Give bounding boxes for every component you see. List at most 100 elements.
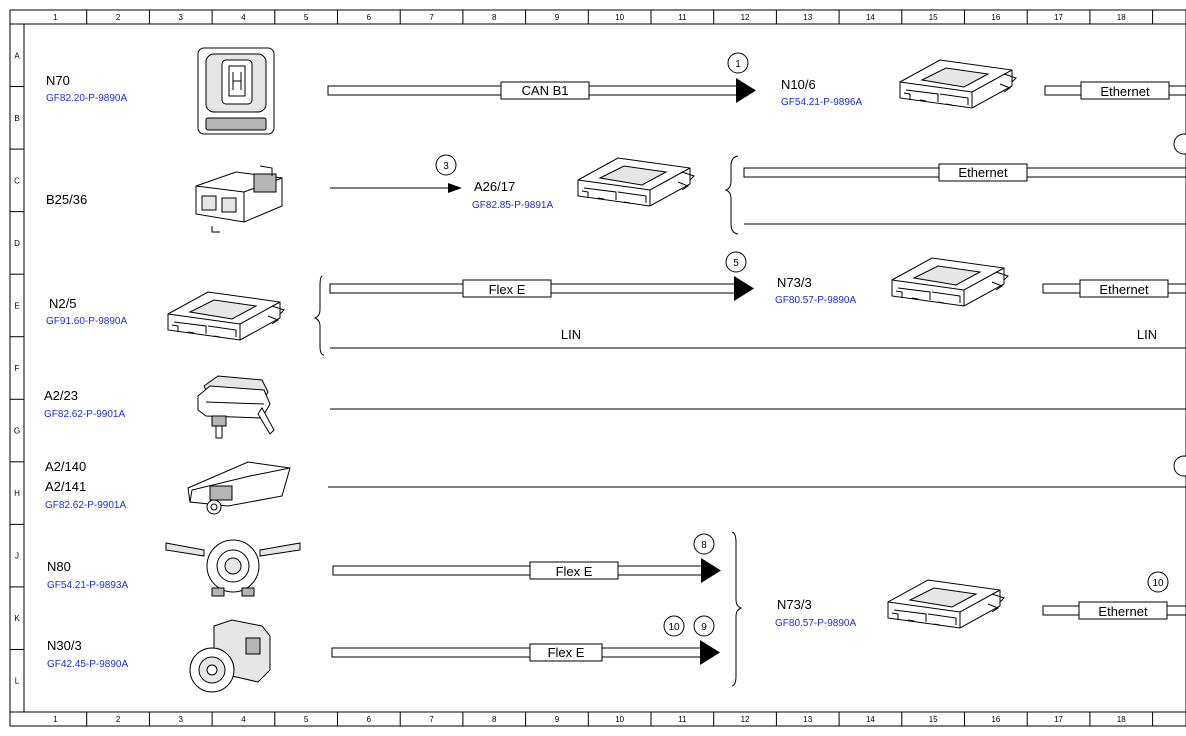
grid-column-label: 10 [615, 715, 624, 724]
svg-text:5: 5 [733, 258, 739, 269]
grid-column-label: 5 [304, 715, 309, 724]
grid-column-label: 1 [53, 13, 58, 22]
component-n73-3-ref: GF80.57-P-9890A [775, 295, 856, 306]
component-n10-6-ref: GF54.21-P-9896A [781, 97, 862, 108]
steering-column-module-icon [165, 539, 301, 597]
component-a2-23-name: A2/23 [44, 388, 78, 403]
grid-column-label: 15 [929, 715, 938, 724]
marker-8: 8 [693, 533, 715, 555]
control-unit-icon [891, 257, 1009, 307]
sensor-connector-icon [195, 165, 283, 233]
component-n30-3-ref: GF42.45-P-9890A [47, 659, 128, 670]
grid-column-label: 15 [929, 13, 938, 22]
component-b25-36[interactable]: B25/36 [46, 165, 283, 233]
component-a26-17[interactable]: A26/17 GF82.85-P-9891A [472, 157, 695, 211]
component-n2-5[interactable]: N2/5 GF91.60-P-9890A [46, 291, 285, 341]
grid-column-label: 16 [991, 715, 1000, 724]
grid-column-label: 6 [367, 715, 372, 724]
bus-label: Flex E [548, 645, 585, 660]
grid-column-label: 5 [304, 13, 309, 22]
grid-column-label: 10 [615, 13, 624, 22]
grid-row-label: G [14, 427, 20, 436]
grid-column-label: 4 [241, 715, 246, 724]
bus-label: Flex E [556, 564, 593, 579]
grid-column-label: 16 [991, 13, 1000, 22]
grid-column-label: 12 [741, 715, 750, 724]
grid-column-label: 18 [1117, 13, 1126, 22]
grid-column-label: 11 [678, 715, 687, 724]
marker-10-left: 10 [663, 615, 685, 637]
bus-ethernet-n10-6[interactable]: Ethernet [1044, 81, 1186, 100]
roof-control-panel-icon [197, 47, 275, 135]
grid-row-label: C [14, 176, 20, 185]
drawing-frame [9, 9, 1186, 727]
bus-ethernet-n73-3-top[interactable]: Ethernet [1042, 279, 1186, 298]
bus-label: Ethernet [1100, 84, 1150, 99]
svg-text:10: 10 [668, 622, 680, 633]
component-n80-ref: GF54.21-P-9893A [47, 580, 128, 591]
control-unit-icon [167, 291, 285, 341]
grid-column-label: 1 [53, 715, 58, 724]
grid-column-label: 3 [179, 13, 184, 22]
grid-column-label: 11 [678, 13, 687, 22]
grid-column-label: 6 [367, 13, 372, 22]
grid-column-label: 9 [555, 715, 560, 724]
bus-label-lin-left: LIN [561, 327, 581, 342]
marker-10-right: 10 [1147, 571, 1169, 593]
svg-text:3: 3 [443, 161, 449, 172]
component-n80[interactable]: N80 GF54.21-P-9893A [47, 539, 301, 597]
component-n2-5-name: N2/5 [49, 296, 76, 311]
component-n70[interactable]: N70 GF82.20-P-9890A [46, 47, 275, 135]
component-n80-name: N80 [47, 559, 71, 574]
component-n73-3-bottom[interactable]: N73/3 GF80.57-P-9890A [775, 579, 1005, 629]
grid-column-label: 7 [429, 715, 434, 724]
grid-column-label: 3 [179, 715, 184, 724]
bus-ethernet-n73-3-bottom[interactable]: Ethernet [1042, 601, 1186, 620]
marker-1: 1 [727, 52, 749, 74]
bus-label: Flex E [489, 282, 526, 297]
bus-ethernet-a26-17[interactable]: Ethernet [743, 163, 1186, 182]
component-n10-6[interactable]: N10/6 GF54.21-P-9896A [781, 59, 1017, 109]
component-a2-140-141[interactable]: A2/140 A2/141 GF82.62-P-9901A [45, 459, 291, 515]
component-a2-140-ref: GF82.62-P-9901A [45, 500, 126, 511]
bus-label: Ethernet [1099, 282, 1149, 297]
svg-text:10: 10 [1152, 578, 1164, 589]
bus-flex-e-n80[interactable]: Flex E [332, 558, 721, 583]
grid-row-label: L [15, 677, 20, 686]
component-n10-6-name: N10/6 [781, 77, 816, 92]
arrow-b25-36-to-a26-17[interactable] [330, 183, 462, 193]
grid-column-label: 8 [492, 715, 497, 724]
control-unit-icon [887, 579, 1005, 629]
component-n73-3-top[interactable]: N73/3 GF80.57-P-9890A [775, 257, 1009, 307]
component-a26-17-name: A26/17 [474, 179, 515, 194]
antenna-module-icon [197, 375, 275, 439]
grid-column-label: 13 [803, 13, 812, 22]
component-n73-3-ref: GF80.57-P-9890A [775, 618, 856, 629]
component-n73-3-name: N73/3 [777, 275, 812, 290]
grid-column-label: 2 [116, 13, 121, 22]
marker-9: 9 [693, 615, 715, 637]
component-a2-23[interactable]: A2/23 GF82.62-P-9901A [44, 375, 275, 439]
grid-column-label: 12 [741, 13, 750, 22]
grid-column-label: 14 [866, 715, 875, 724]
component-n70-name: N70 [46, 73, 70, 88]
bus-flex-e-n2-5[interactable]: Flex E [329, 276, 754, 301]
svg-text:9: 9 [701, 622, 707, 633]
grid-column-label: 2 [116, 715, 121, 724]
bus-can-b1[interactable]: CAN B1 [327, 78, 756, 103]
grid-column-label: 18 [1117, 715, 1126, 724]
component-n70-ref: GF82.20-P-9890A [46, 93, 127, 104]
brace-a26-17 [724, 155, 739, 235]
grid-column-label: 7 [429, 13, 434, 22]
grid-row-label: K [14, 614, 20, 623]
bus-lin[interactable]: LIN LIN [330, 327, 1186, 349]
brace-n2-5 [313, 275, 325, 356]
bus-label: Ethernet [958, 165, 1008, 180]
component-a2-140-name: A2/140 [45, 459, 86, 474]
component-n30-3[interactable]: N30/3 GF42.45-P-9890A [47, 619, 271, 693]
antenna-board-icon [187, 461, 291, 515]
grid-row-label: H [14, 489, 20, 498]
bus-flex-e-n30-3[interactable]: Flex E [331, 640, 720, 665]
